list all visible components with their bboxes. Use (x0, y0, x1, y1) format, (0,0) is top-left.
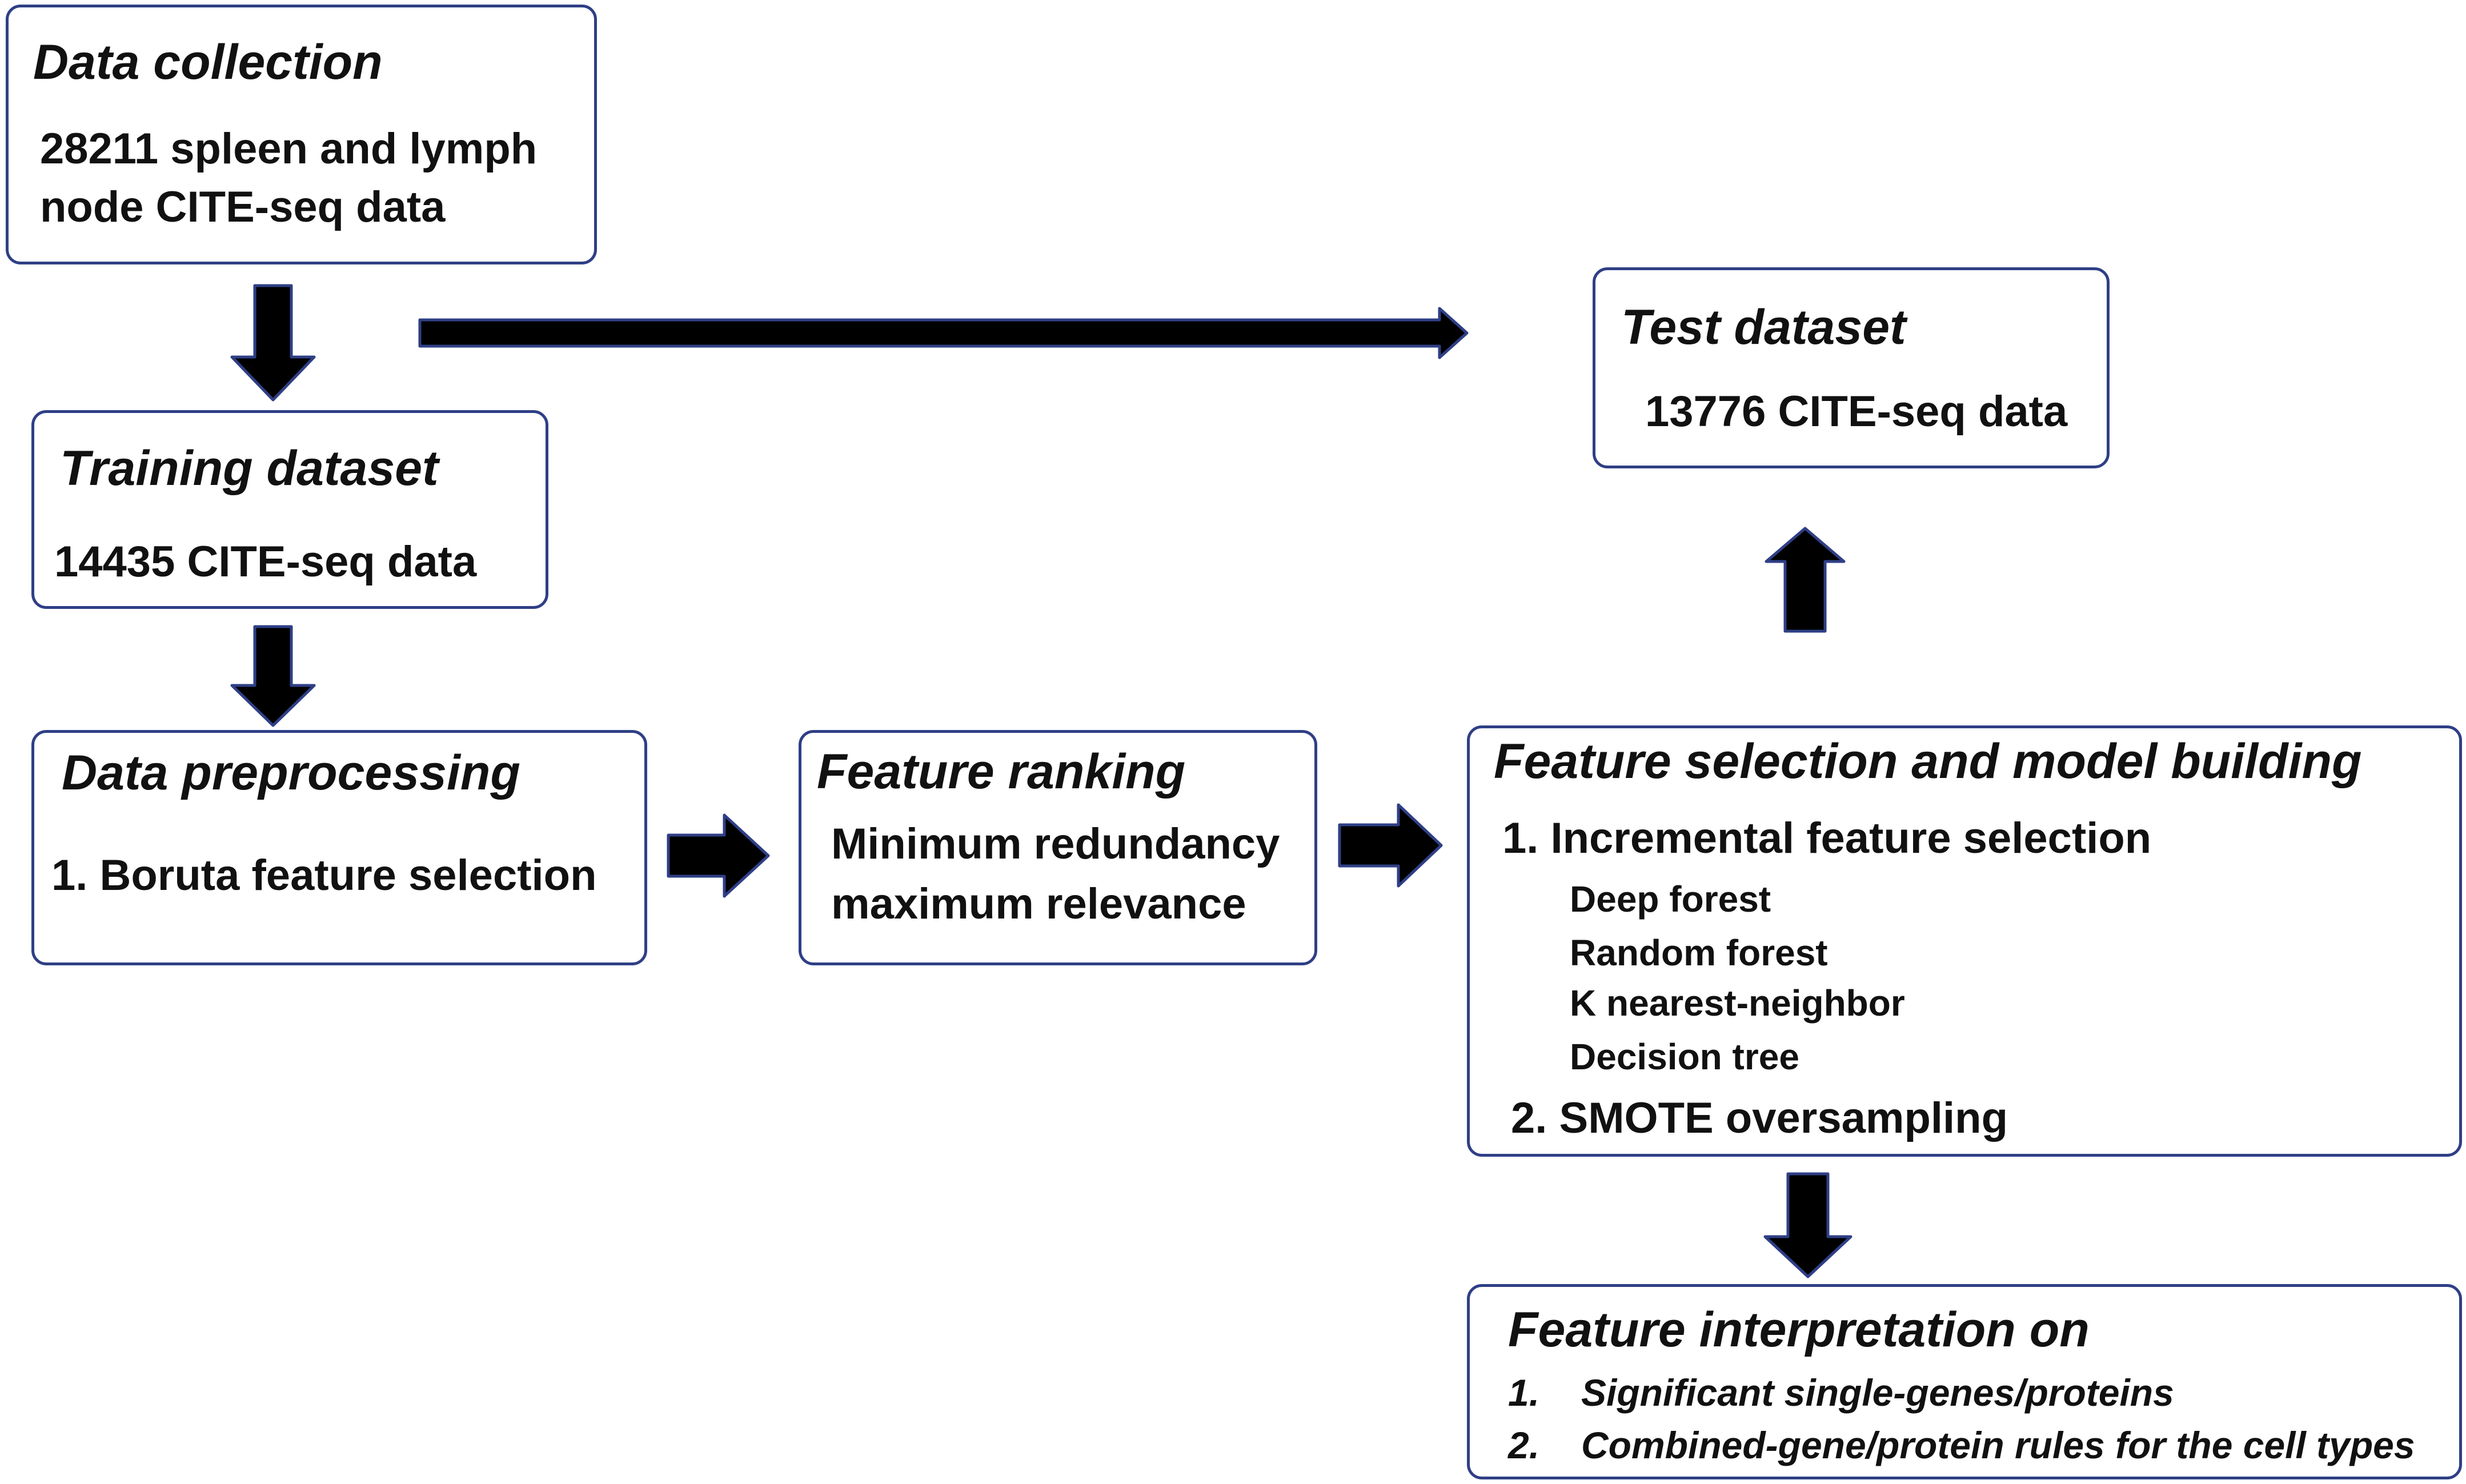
feature-ranking-title: Feature ranking (817, 744, 1186, 799)
feature-ranking-line1: Minimum redundancy (831, 820, 1280, 868)
data-collection-line2: node CITE-seq data (40, 183, 446, 231)
feature-ranking-box (799, 730, 1317, 965)
test-dataset-text: 13776 CITE-seq data (1645, 387, 2068, 436)
training-dataset-box (31, 410, 548, 609)
interpretation-item-text: Significant single-genes/proteins (1581, 1371, 2174, 1414)
arrow-training-to-preprocessing (230, 625, 316, 727)
data-collection-line1: 28211 spleen and lymph (40, 125, 538, 173)
method-item: Deep forest (1570, 879, 1771, 920)
data-preprocessing-box (31, 730, 647, 965)
feature-selection-box (1467, 725, 2462, 1157)
method-item: Random forest (1570, 932, 1828, 973)
arrow-selection-to-test (1765, 527, 1846, 633)
data-collection-box (6, 5, 597, 264)
interpretation-item-number: 2. (1508, 1424, 1540, 1466)
test-dataset-box (1593, 267, 2110, 468)
data-collection-title: Data collection (33, 35, 383, 90)
training-dataset-title: Training dataset (60, 441, 439, 496)
feature-interpretation-title: Feature interpretation on (1508, 1302, 2090, 1357)
arrow-collection-to-test (418, 307, 1469, 359)
feature-selection-title: Feature selection and model building (1494, 734, 2362, 789)
data-preprocessing-text: 1. Boruta feature selection (51, 851, 597, 900)
arrow-ranking-to-selection (1338, 803, 1443, 888)
arrow-collection-to-training (230, 284, 316, 402)
feature-selection-step2: 2. SMOTE oversampling (1511, 1094, 2008, 1142)
method-item: K nearest-neighbor (1570, 982, 1905, 1024)
data-preprocessing-title: Data preprocessing (62, 745, 520, 800)
test-dataset-title: Test dataset (1621, 300, 1906, 355)
interpretation-item-text: Combined-gene/protein rules for the cell… (1581, 1424, 2415, 1466)
method-item: Decision tree (1570, 1036, 1799, 1077)
interpretation-item-number: 1. (1508, 1371, 1540, 1414)
feature-ranking-line2: maximum relevance (831, 880, 1246, 928)
feature-selection-step1: 1. Incremental feature selection (1502, 814, 2152, 863)
arrow-preprocessing-to-ranking (667, 813, 770, 898)
feature-interpretation-box (1467, 1284, 2462, 1479)
arrow-selection-to-interpretation (1763, 1172, 1852, 1278)
training-dataset-text: 14435 CITE-seq data (54, 538, 477, 586)
